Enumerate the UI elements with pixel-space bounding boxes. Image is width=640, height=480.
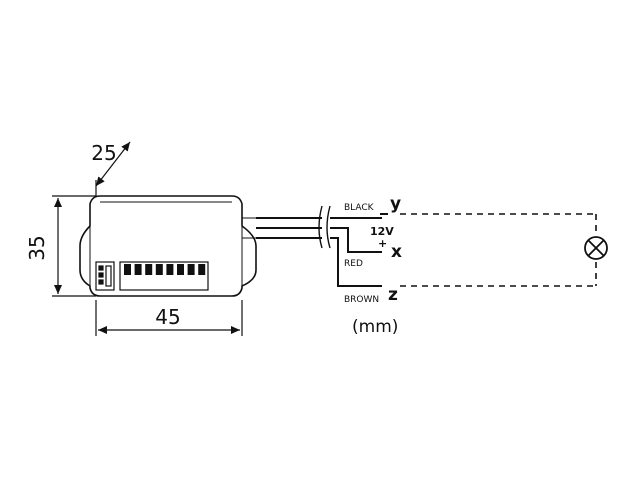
- depth-dimension: [95, 141, 131, 196]
- dip-switch-5: [166, 264, 174, 275]
- depth-label: 25: [91, 141, 116, 165]
- dip-switch-3: [145, 264, 153, 275]
- cable-bundle: [242, 217, 322, 239]
- wires-after-break: [330, 217, 382, 287]
- plus-label: +: [378, 237, 387, 250]
- terminal-z: z: [388, 285, 398, 305]
- dip-switch-2: [134, 264, 142, 275]
- dip-switch-block: [119, 261, 209, 291]
- red-wire-label: RED: [344, 259, 363, 269]
- height-dimension: [52, 195, 96, 297]
- height-label: 35: [25, 235, 49, 260]
- device-outline: [79, 195, 257, 297]
- dip-switch-4: [155, 264, 163, 275]
- dip-switch-1: [124, 264, 131, 275]
- dip-switch-7: [187, 264, 195, 275]
- connector-block: [95, 261, 115, 291]
- device-module: [79, 195, 257, 297]
- black-wire-label: BLACK: [344, 203, 375, 213]
- cable-break: [318, 205, 331, 249]
- brown-wire-label: BROWN: [344, 295, 379, 305]
- red-wire: [330, 227, 382, 253]
- dip-switch-6: [177, 264, 184, 275]
- dip-switch-8: [198, 264, 206, 275]
- load-circuit: [400, 213, 597, 287]
- units-label: (mm): [352, 317, 398, 337]
- width-label: 45: [155, 305, 180, 329]
- width-dimension: [95, 300, 243, 336]
- brown-wire: [330, 237, 382, 287]
- lamp-icon: [584, 236, 608, 260]
- supply-label: 12V: [370, 225, 394, 238]
- terminal-y: y: [390, 194, 401, 214]
- terminal-x: x: [391, 242, 402, 262]
